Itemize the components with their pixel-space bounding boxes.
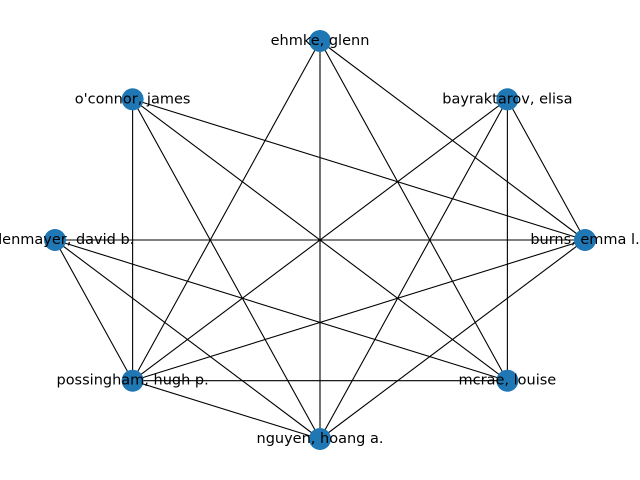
edges-layer bbox=[54, 40, 586, 440]
node-label-bayraktarov: bayraktarov, elisa bbox=[442, 91, 572, 107]
edge-bayraktarov-nguyen bbox=[319, 99, 508, 440]
node-ehmke bbox=[309, 30, 331, 52]
node-possingham bbox=[121, 369, 144, 392]
node-oconnor bbox=[121, 88, 144, 111]
edge-lindenmayer-nguyen bbox=[54, 239, 321, 440]
edge-lindenmayer-mcrae bbox=[54, 239, 508, 382]
node-label-mcrae: mcrae, louise bbox=[459, 373, 557, 389]
edge-ehmke-possingham bbox=[132, 40, 321, 381]
edge-lindenmayer-possingham bbox=[54, 239, 134, 381]
node-label-burns: burns, emma l. bbox=[530, 232, 639, 248]
node-nguyen bbox=[309, 428, 331, 450]
node-mcrae bbox=[496, 369, 519, 392]
node-label-ehmke: ehmke, glenn bbox=[271, 33, 370, 49]
node-bayraktarov bbox=[496, 88, 519, 111]
edge-burns-possingham bbox=[132, 239, 586, 382]
edge-possingham-nguyen bbox=[132, 380, 321, 440]
labels-layer: ehmke, glenn bayraktarov, elisa burns, emm… bbox=[0, 33, 640, 447]
node-label-nguyen: nguyen, hoang a. bbox=[257, 431, 384, 447]
node-label-oconnor: o'connor, james bbox=[75, 91, 191, 107]
nodes-layer bbox=[44, 30, 596, 450]
edge-oconnor-nguyen bbox=[132, 99, 321, 440]
node-lindenmayer bbox=[44, 229, 66, 251]
edge-burns-oconnor bbox=[132, 98, 586, 241]
edge-bayraktarov-burns bbox=[506, 99, 586, 241]
node-label-possingham: possingham, hugh p. bbox=[56, 373, 208, 389]
node-label-lindenmayer: lindenmayer, david b. bbox=[0, 232, 134, 248]
node-burns bbox=[574, 229, 596, 251]
edge-oconnor-mcrae bbox=[132, 98, 508, 382]
edge-ehmke-mcrae bbox=[319, 40, 508, 381]
